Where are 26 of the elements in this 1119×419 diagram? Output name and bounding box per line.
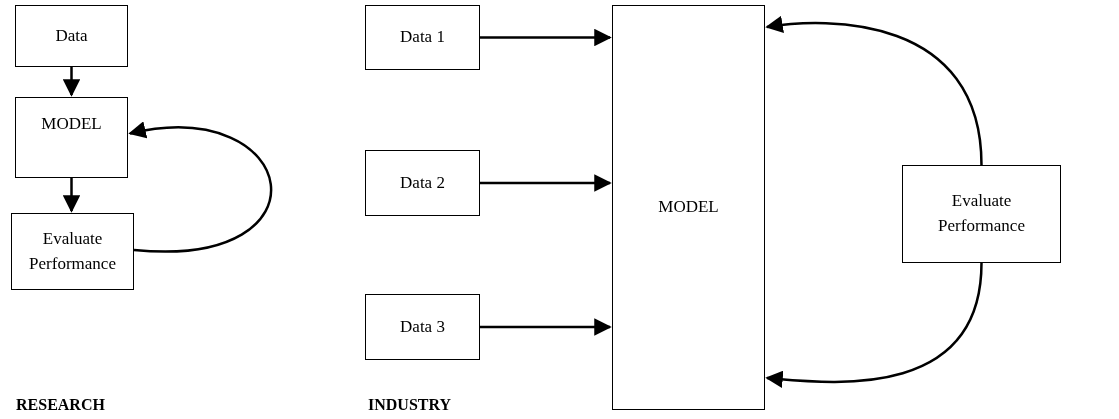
- arrow: [765, 16, 983, 166]
- model-box: [15, 97, 128, 178]
- node-label: Data 2: [400, 171, 445, 194]
- arrow: [480, 318, 612, 336]
- arrow: [765, 262, 983, 389]
- node-label: Data 1: [400, 26, 445, 49]
- arrow: [62, 67, 81, 97]
- arrow: [128, 122, 272, 253]
- arrow: [480, 174, 612, 192]
- process-box: [365, 294, 480, 360]
- process-box: [11, 213, 134, 290]
- node-label: MODEL: [658, 196, 719, 219]
- process-box: [365, 5, 480, 70]
- node-label: Evaluate Performance: [28, 227, 117, 275]
- model-box: [612, 5, 765, 410]
- process-box: [902, 165, 1061, 263]
- node-label: Data 3: [400, 315, 445, 338]
- arrow: [480, 28, 612, 47]
- section-label: INDUSTRY: [368, 396, 451, 414]
- node-label: MODEL: [41, 113, 102, 135]
- node-label: Data: [55, 24, 88, 47]
- section-label: RESEARCH: [16, 396, 105, 414]
- arrow: [62, 178, 81, 213]
- process-box: [15, 5, 128, 67]
- node-label: Evaluate Performance: [937, 190, 1026, 237]
- process-box: [365, 150, 480, 216]
